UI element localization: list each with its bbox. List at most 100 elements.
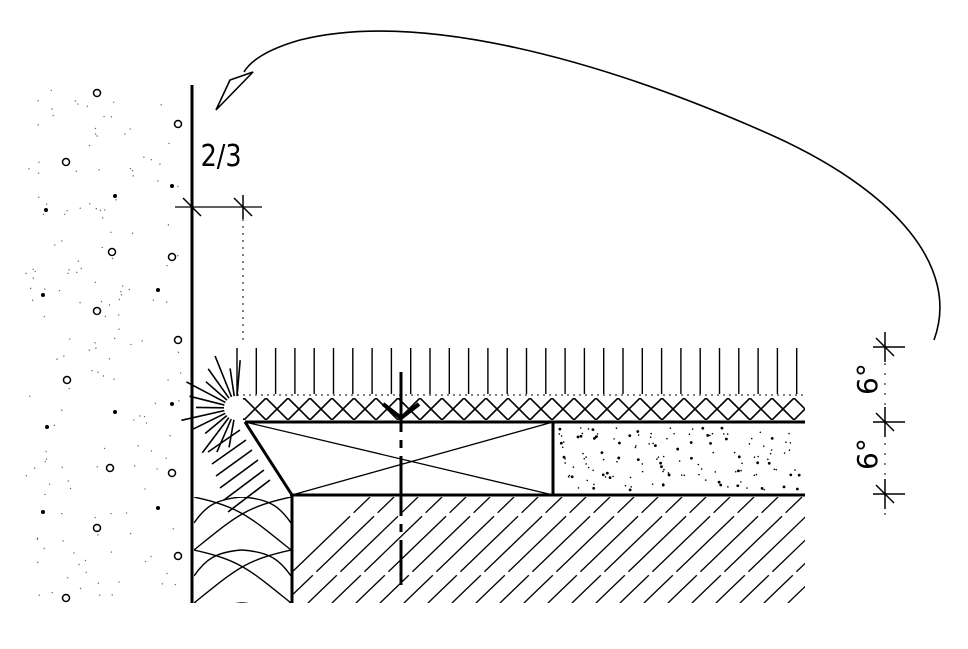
soil-speck [118, 581, 120, 583]
fill-dot [592, 436, 596, 440]
fill-dot [769, 452, 772, 455]
fill-dot [605, 471, 609, 475]
soil-circle [167, 468, 177, 478]
right-dimension-label-lower: 6° [851, 438, 884, 470]
soil-speck [69, 487, 72, 490]
soil-speck [169, 435, 171, 437]
radial-line [204, 415, 228, 435]
soil-speck [157, 180, 159, 182]
soil-speck [96, 529, 98, 532]
insulation-curve [194, 549, 291, 603]
top-dimension-label: 2/3 [201, 138, 242, 174]
fill-dot [788, 432, 790, 435]
soil-speck [128, 288, 131, 291]
soil-speck [63, 213, 66, 215]
soil-speck [61, 240, 63, 242]
soil-speck [111, 594, 113, 596]
soil-speck [111, 257, 114, 260]
fill-dot [782, 485, 786, 489]
fill-dot [663, 468, 665, 471]
fill-dot [636, 430, 640, 433]
fill-dot [691, 428, 694, 430]
fill-dot [704, 479, 707, 481]
radial-line [229, 368, 236, 397]
fill-dot [789, 442, 792, 444]
fill-dot [592, 469, 594, 472]
fill-dot [651, 483, 654, 485]
soil-dot [170, 184, 174, 188]
soil-circle [62, 375, 72, 385]
slant-edge [243, 421, 294, 496]
soil-speck [54, 244, 56, 246]
soil-speck [143, 156, 145, 158]
soil-speck [36, 537, 39, 539]
fill-dot [717, 480, 721, 484]
hatch-line [691, 497, 803, 603]
soil-dot [156, 506, 160, 510]
hatch-line [355, 497, 467, 603]
soil-speck [113, 101, 115, 103]
soil-speck [171, 405, 173, 407]
radial-line [216, 418, 232, 453]
fill-dot [593, 483, 595, 486]
soil-circle [105, 463, 115, 473]
soil-speck [137, 445, 139, 447]
crosshatch-line [463, 398, 487, 420]
fill-dot [767, 461, 771, 465]
soil-speck [129, 167, 132, 170]
fill-dot [755, 473, 758, 476]
hatch-line [643, 497, 755, 603]
soil-speck [101, 217, 104, 219]
fill-dot [659, 461, 662, 465]
hatch-line [571, 497, 683, 603]
soil-speck [160, 104, 162, 106]
radial-line [201, 417, 230, 454]
soil-speck [38, 196, 40, 199]
radial-line [192, 412, 226, 430]
soil-speck [25, 475, 28, 477]
crosshatch-line [419, 398, 443, 420]
soil-dot [113, 194, 117, 198]
hatch-line [595, 497, 707, 603]
block-diagonal-a [244, 421, 554, 496]
soil-speck [61, 409, 63, 411]
fill-dot [676, 447, 680, 451]
crosshatch-line [353, 398, 377, 420]
soil-speck [32, 268, 34, 271]
right-dimension-label-upper: 6° [851, 363, 884, 395]
crosshatch-line [727, 398, 751, 420]
soil-speck [61, 512, 63, 515]
radial-line [207, 368, 230, 399]
fill-dot [657, 456, 660, 458]
fill-dot [785, 441, 787, 443]
soil-speck [84, 559, 87, 562]
fill-dot [719, 483, 723, 487]
fill-dot [667, 473, 671, 477]
hatch-line [884, 497, 968, 603]
soil-speck [78, 563, 80, 566]
crosshatch-line [749, 398, 773, 420]
soil-speck [131, 169, 134, 172]
fill-dot [601, 473, 605, 477]
radial-line [219, 459, 259, 489]
soil-speck [85, 571, 87, 574]
crosshatch-line [595, 398, 619, 420]
soil-speck [96, 135, 98, 137]
fill-dot [649, 436, 652, 439]
hatch-line [908, 497, 968, 603]
crosshatch-line [793, 398, 805, 411]
fill-dot [636, 458, 640, 462]
crosshatch-line [507, 398, 531, 420]
soil-speck [177, 255, 179, 257]
soil-speck [166, 301, 168, 303]
fill-dot [612, 475, 614, 478]
block-diagonal-b [291, 421, 554, 496]
soil-speck [120, 290, 122, 293]
soil-speck [37, 561, 39, 564]
tick-slash [875, 484, 895, 504]
soil-speck [125, 512, 128, 514]
fill-dot [759, 431, 762, 434]
soil-speck [67, 480, 69, 482]
fill-dot [720, 426, 724, 430]
